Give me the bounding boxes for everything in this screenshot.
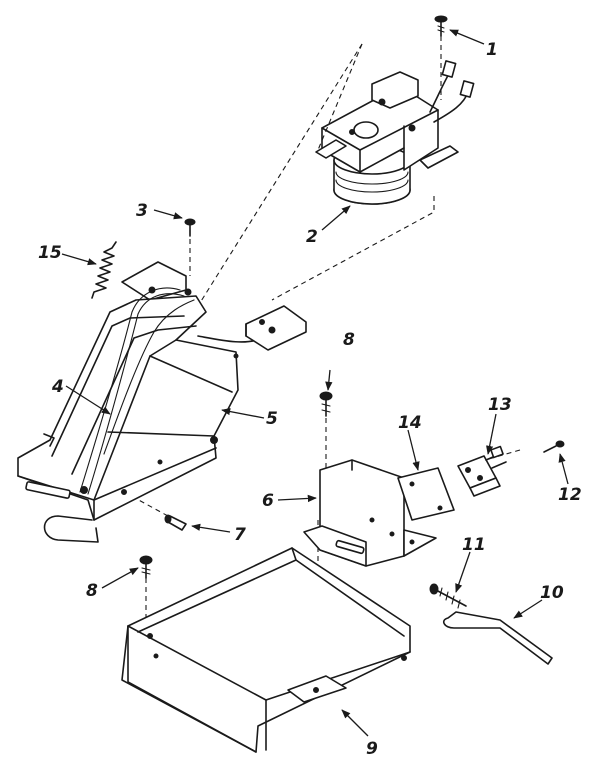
callout-6: 6 (262, 491, 274, 511)
callout-5: 5 (266, 409, 278, 429)
main-bracket-assembly (17, 261, 263, 543)
callout-10: 10 (540, 583, 564, 603)
spring-part-15 (91, 241, 117, 299)
callout-14: 14 (398, 413, 422, 433)
callout-11: 11 (462, 535, 486, 555)
mounting-bracket-part-6 (303, 459, 437, 567)
callout-1: 1 (486, 40, 498, 60)
screw-part-7 (164, 514, 187, 531)
callout-8-upper: 8 (343, 330, 355, 350)
micro-switch-part-13 (457, 445, 507, 497)
callout-9: 9 (366, 739, 378, 759)
insulator-plate-part-14 (397, 467, 455, 521)
callout-15: 15 (38, 243, 62, 263)
motor-assembly (315, 60, 475, 205)
screw-part-12 (543, 440, 565, 453)
callout-7: 7 (234, 525, 246, 545)
callout-8-lower: 8 (86, 581, 98, 601)
screw-part-8-upper (319, 391, 333, 417)
callout-leaders (61, 29, 569, 737)
callout-4: 4 (51, 377, 64, 397)
callout-2: 2 (306, 227, 318, 247)
tray-part-9 (121, 547, 411, 753)
callout-labels: 1 2 3 4 5 6 7 8 8 9 10 11 12 13 14 15 (38, 40, 582, 759)
screw-part-3 (184, 218, 196, 237)
screw-part-8-lower (139, 555, 153, 579)
callout-12: 12 (558, 485, 582, 505)
callout-3: 3 (136, 201, 148, 221)
screw-part-1 (434, 15, 448, 37)
callout-13: 13 (488, 395, 512, 415)
rod-part-10 (442, 611, 553, 665)
switch-plate (245, 305, 307, 351)
screw-part-11 (429, 583, 467, 609)
